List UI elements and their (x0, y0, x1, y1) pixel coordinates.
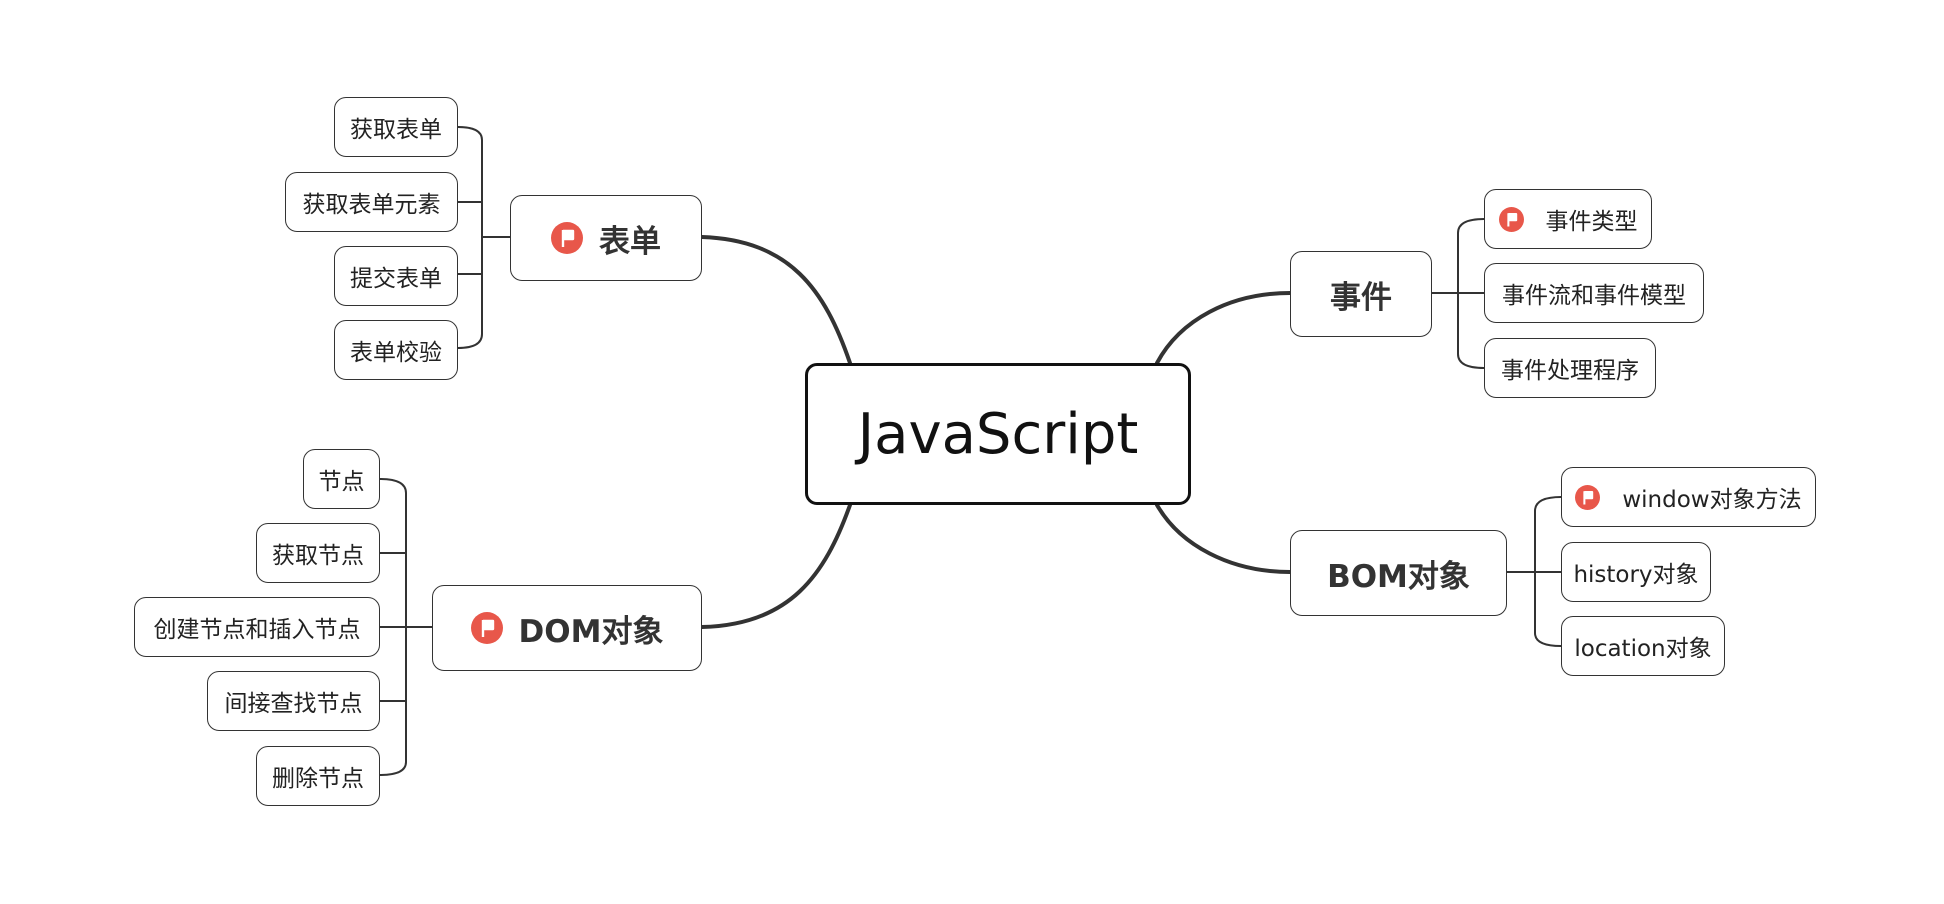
topic-dom[interactable]: DOM对象 (432, 585, 702, 671)
subtopic-event-flow-model[interactable]: 事件流和事件模型 (1484, 263, 1704, 323)
subtopic-label: 节点 (318, 469, 365, 495)
subtopic-label: window对象方法 (1622, 487, 1802, 513)
subtopic-submit-form[interactable]: 提交表单 (334, 246, 458, 306)
link-form-children (457, 126, 510, 349)
link-central-bom (1155, 503, 1292, 574)
subtopic-delete-node[interactable]: 删除节点 (256, 746, 380, 806)
central-topic[interactable]: JavaScript (805, 363, 1191, 505)
subtopic-get-node[interactable]: 获取节点 (256, 523, 380, 583)
subtopic-label: 删除节点 (272, 766, 364, 792)
topic-form[interactable]: 表单 (510, 195, 702, 281)
subtopic-form-validation[interactable]: 表单校验 (334, 320, 458, 380)
subtopic-label: 事件流和事件模型 (1502, 283, 1686, 309)
subtopic-label: 提交表单 (350, 266, 442, 292)
subtopic-window-methods[interactable]: window对象方法 (1561, 467, 1816, 527)
subtopic-label: location对象 (1574, 636, 1712, 662)
central-topic-label: JavaScript (857, 401, 1139, 467)
subtopic-node[interactable]: 节点 (303, 449, 380, 509)
link-bom-children (1507, 496, 1562, 647)
red-flag-icon (1575, 484, 1601, 510)
link-central-form (700, 235, 852, 365)
subtopic-label: 获取节点 (272, 543, 364, 569)
subtopic-get-form-elements[interactable]: 获取表单元素 (285, 172, 458, 232)
subtopic-history-object[interactable]: history对象 (1561, 542, 1711, 602)
subtopic-label: 事件类型 (1545, 209, 1638, 235)
topic-bom[interactable]: BOM对象 (1290, 530, 1507, 616)
subtopic-label: 表单校验 (350, 340, 442, 366)
subtopic-label: 创建节点和插入节点 (153, 617, 361, 643)
red-flag-icon (470, 612, 503, 644)
link-central-dom (700, 503, 852, 629)
link-central-event (1155, 291, 1292, 365)
subtopic-label: 获取表单 (350, 117, 442, 143)
subtopic-event-handler[interactable]: 事件处理程序 (1484, 338, 1656, 398)
subtopic-location-object[interactable]: location对象 (1561, 616, 1725, 676)
topic-event[interactable]: 事件 (1290, 251, 1432, 337)
red-flag-icon (1498, 206, 1524, 232)
link-event-children (1432, 218, 1485, 369)
topic-form-label: 表单 (599, 223, 661, 260)
subtopic-create-insert-node[interactable]: 创建节点和插入节点 (134, 597, 380, 657)
subtopic-event-types[interactable]: 事件类型 (1484, 189, 1652, 249)
red-flag-icon (551, 222, 583, 254)
subtopic-label: 间接查找节点 (224, 691, 363, 717)
subtopic-label: history对象 (1573, 562, 1699, 588)
topic-dom-label: DOM对象 (518, 613, 664, 650)
subtopic-label: 事件处理程序 (1501, 358, 1639, 384)
subtopic-get-form[interactable]: 获取表单 (334, 97, 458, 157)
subtopic-label: 获取表单元素 (302, 192, 441, 218)
topic-bom-label: BOM对象 (1327, 558, 1470, 595)
link-dom-children (379, 478, 432, 776)
topic-event-label: 事件 (1330, 279, 1392, 316)
subtopic-indirect-find-node[interactable]: 间接查找节点 (207, 671, 380, 731)
